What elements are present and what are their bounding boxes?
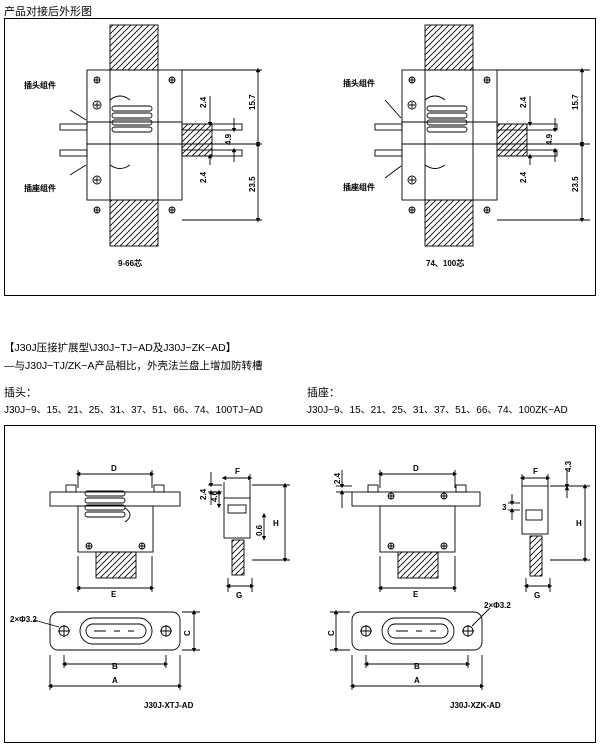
top-left-drawing: [59, 24, 262, 247]
tr-dim-15-7: 15.7: [571, 94, 580, 110]
tr-dim-23-5: 23.5: [571, 176, 580, 192]
socket-dim-C: C: [327, 630, 336, 636]
top-title: 产品对接后外形图: [4, 6, 92, 18]
plug-dim-D: D: [111, 464, 117, 473]
socket-dim-B: B: [414, 662, 420, 671]
socket-leader: [69, 164, 87, 176]
socket-body: [86, 143, 183, 201]
spring-contacts: [111, 105, 153, 133]
top-right-caption: 74、100芯: [426, 258, 464, 268]
plug-dim-A: A: [112, 676, 118, 685]
plug-dim-0-6: 0.6: [255, 524, 264, 536]
tl-dim-4-9: 4.9: [224, 133, 233, 145]
top-left-insert-label: 插头组件: [24, 80, 56, 90]
plug-body: [86, 69, 183, 123]
cable-top: [109, 24, 159, 71]
socket-dim-G: G: [534, 591, 540, 600]
plug-caption: J30J-XTJ-AD: [144, 701, 194, 710]
section-heading: 【J30J压接扩展型\J30J−TJ−AD及J30J−ZK−AD】: [4, 342, 237, 354]
tl-dim-2-4a: 2.4: [199, 96, 208, 108]
plug-hole-label: 2×Φ3.2: [10, 615, 37, 624]
socket-drawing: [330, 470, 590, 690]
cable-bottom: [109, 199, 159, 247]
top-right-insert-label: 插头组件: [343, 78, 375, 88]
socket-models: J30J−9、15、21、25、31、37、51、66、74、100ZK−AD: [307, 405, 568, 416]
bottom-frame: [4, 425, 596, 743]
tr-dim-2-4b: 2.4: [519, 171, 528, 183]
socket-dim-F: F: [533, 467, 538, 476]
socket-caption: J30J-XZK-AD: [450, 701, 501, 710]
plug-dim-C: C: [183, 630, 192, 636]
socket-dim-E: E: [413, 590, 419, 599]
socket-dim-D: D: [413, 464, 419, 473]
tr-dim-4-9: 4.9: [545, 133, 554, 145]
plug-drawing: [33, 470, 290, 690]
top-left-caption: 9-66芯: [118, 258, 142, 268]
top-left-socket-label: 插座组件: [24, 183, 56, 193]
socket-dim-H: H: [576, 519, 582, 528]
plug-dim-E: E: [111, 590, 117, 599]
socket-hole-label: 2×Φ3.2: [484, 601, 511, 610]
plug-dim-B: B: [112, 662, 118, 671]
plug-dim-H: H: [273, 519, 279, 528]
tr-dim-2-4a: 2.4: [519, 96, 528, 108]
socket-label: 插座：: [307, 387, 340, 399]
socket-dim-A: A: [414, 676, 420, 685]
insert-leader: [69, 109, 87, 121]
top-frame: [4, 18, 596, 296]
tl-dim-2-4b: 2.4: [199, 171, 208, 183]
socket-dim-3: 3: [502, 503, 507, 512]
tl-dim-15-7: 15.7: [248, 94, 257, 110]
socket-dim-4-3: 4.3: [564, 460, 573, 472]
section-subheading: —与J30J−TJ/ZK−A产品相比，外壳法兰盘上增加防转槽: [4, 360, 263, 372]
plug-dim-4-6: 4.6: [210, 490, 219, 502]
top-right-drawing: [374, 24, 590, 247]
socket-dim-2-4: 2.4: [333, 472, 342, 484]
plug-label: 插头：: [4, 387, 37, 399]
plug-dim-2-4: 2.4: [199, 488, 208, 500]
top-right-socket-label: 插座组件: [343, 182, 375, 192]
plug-dim-F: F: [235, 467, 240, 476]
tl-dim-23-5: 23.5: [248, 176, 257, 192]
plug-dim-G: G: [236, 591, 242, 600]
plug-models: J30J−9、15、21、25、31、37、51、66、74、100TJ−AD: [4, 405, 264, 416]
